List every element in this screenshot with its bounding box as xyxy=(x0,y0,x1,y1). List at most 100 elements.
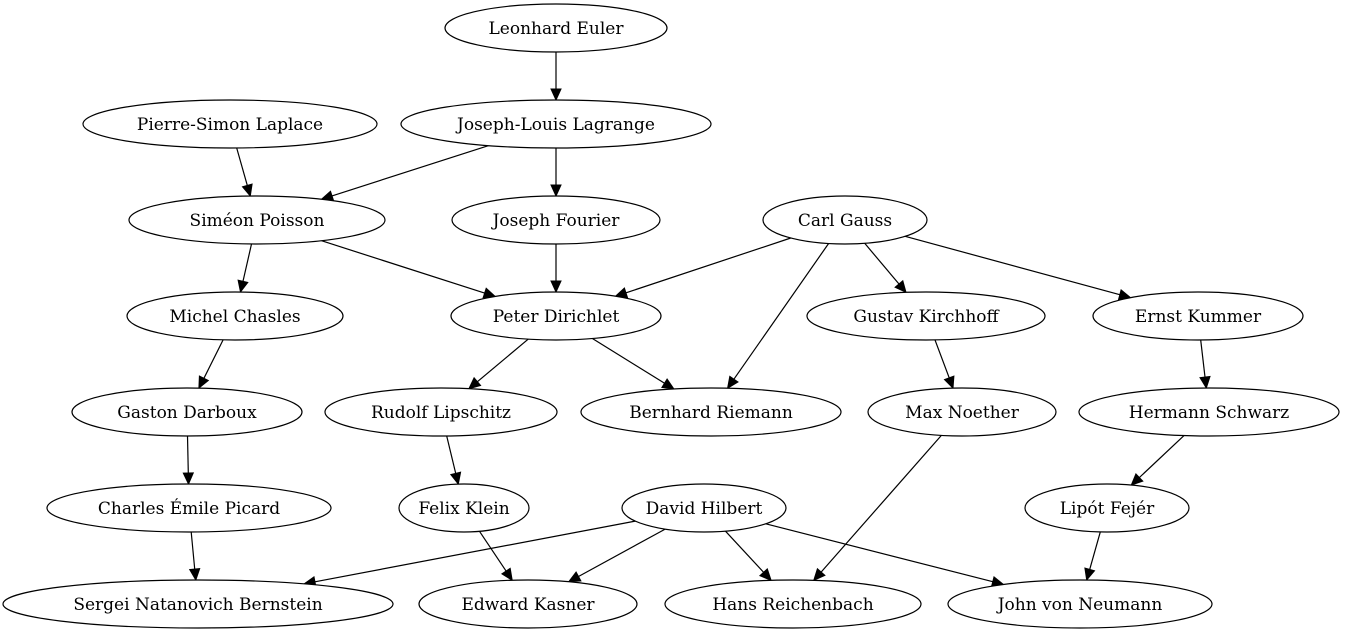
node-label: Rudolf Lipschitz xyxy=(371,403,511,423)
arrowhead-icon xyxy=(894,279,907,294)
node-vonneumann: John von Neumann xyxy=(947,579,1213,629)
node-label: Leonhard Euler xyxy=(488,19,624,39)
edge-line xyxy=(1089,531,1101,570)
edge-line xyxy=(625,237,791,294)
arrowhead-icon xyxy=(812,567,826,582)
node-ellipse xyxy=(46,483,332,533)
arrowhead-icon xyxy=(726,375,739,390)
edge-dirichlet-to-riemann xyxy=(592,337,675,390)
edge-dirichlet-to-lipschitz xyxy=(467,338,529,390)
arrowhead-icon xyxy=(182,472,195,486)
edge-line xyxy=(190,531,196,570)
arrowhead-icon xyxy=(758,568,772,582)
arrowhead-icon xyxy=(550,280,562,294)
node-label: Joseph Fourier xyxy=(491,211,621,231)
edge-line xyxy=(446,435,457,474)
node-label: David Hilbert xyxy=(646,499,763,519)
node-klein: Felix Klein xyxy=(398,483,530,533)
edge-lagrange-to-poisson xyxy=(320,145,489,202)
node-label: Sergei Natanovich Bernstein xyxy=(73,595,322,615)
edge-line xyxy=(1138,435,1185,478)
node-label: Pierre-Simon Laplace xyxy=(137,115,323,135)
node-label: Charles Émile Picard xyxy=(98,498,280,519)
node-reichenbach: Hans Reichenbach xyxy=(664,579,922,629)
edge-line xyxy=(578,528,666,578)
edge-kummer-to-schwarz xyxy=(1199,339,1211,390)
arrowhead-icon xyxy=(467,376,482,390)
arrowhead-icon xyxy=(449,471,462,486)
edge-gauss-to-kummer xyxy=(904,235,1132,301)
edge-line xyxy=(765,523,993,583)
edge-chasles-to-darboux xyxy=(198,339,224,390)
node-euler: Leonhard Euler xyxy=(444,3,668,53)
arrowhead-icon xyxy=(1130,472,1144,486)
node-ellipse xyxy=(947,579,1213,629)
edge-poisson-to-dirichlet xyxy=(321,240,497,299)
arrowhead-icon xyxy=(1084,567,1096,582)
edge-laplace-to-poisson xyxy=(236,147,253,198)
node-kirchhoff: Gustav Kirchhoff xyxy=(806,291,1046,341)
node-fourier: Joseph Fourier xyxy=(451,195,661,245)
edge-line xyxy=(904,235,1120,296)
edge-line xyxy=(331,145,489,197)
node-label: Peter Dirichlet xyxy=(493,307,620,327)
node-ellipse xyxy=(806,291,1046,341)
edge-gauss-to-kirchhoff xyxy=(864,242,907,294)
edge-kirchhoff-to-noether xyxy=(934,339,955,390)
node-ellipse xyxy=(867,387,1057,437)
node-ellipse xyxy=(398,483,530,533)
node-kasner: Edward Kasner xyxy=(418,579,638,629)
node-ellipse xyxy=(1024,483,1190,533)
node-label: Lipót Fejér xyxy=(1060,499,1155,519)
edge-lipschitz-to-klein xyxy=(446,435,462,486)
arrowhead-icon xyxy=(661,378,675,390)
edge-line xyxy=(186,435,189,474)
edge-picard-to-bernstein xyxy=(188,531,201,582)
node-ellipse xyxy=(128,195,386,245)
edge-schwarz-to-fejer xyxy=(1130,435,1185,486)
arrowhead-icon xyxy=(550,88,562,102)
node-dirichlet: Peter Dirichlet xyxy=(450,291,662,341)
arrowhead-icon xyxy=(237,279,249,294)
node-label: Carl Gauss xyxy=(798,211,892,231)
node-label: Joseph-Louis Lagrange xyxy=(455,115,655,135)
edge-poisson-to-chasles xyxy=(237,243,253,294)
node-lagrange: Joseph-Louis Lagrange xyxy=(400,99,712,149)
node-ellipse xyxy=(71,387,303,437)
edge-line xyxy=(477,338,529,383)
edge-line xyxy=(592,337,665,384)
node-ellipse xyxy=(1092,291,1304,341)
edge-line xyxy=(725,530,765,573)
node-kummer: Ernst Kummer xyxy=(1092,291,1304,341)
edge-noether-to-reichenbach xyxy=(812,435,942,582)
node-label: Bernhard Riemann xyxy=(629,403,793,423)
node-label: Gaston Darboux xyxy=(117,403,257,423)
edge-line xyxy=(314,520,636,583)
edge-line xyxy=(321,240,485,294)
node-ellipse xyxy=(444,3,668,53)
arrowhead-icon xyxy=(188,568,201,582)
node-label: Hermann Schwarz xyxy=(1129,403,1289,423)
edge-fejer-to-vonneumann xyxy=(1084,531,1101,582)
node-ellipse xyxy=(324,387,558,437)
node-darboux: Gaston Darboux xyxy=(71,387,303,437)
node-lipschitz: Rudolf Lipschitz xyxy=(324,387,558,437)
node-label: Michel Chasles xyxy=(169,307,300,327)
edge-line xyxy=(733,243,830,380)
node-label: Ernst Kummer xyxy=(1135,307,1262,327)
node-ellipse xyxy=(621,483,787,533)
node-ellipse xyxy=(126,291,344,341)
edge-fourier-to-dirichlet xyxy=(550,244,562,294)
node-ellipse xyxy=(400,99,712,149)
edge-line xyxy=(934,339,950,379)
edge-hilbert-to-kasner xyxy=(567,528,666,583)
node-ellipse xyxy=(2,579,394,629)
node-bernstein: Sergei Natanovich Bernstein xyxy=(2,579,394,629)
edge-klein-to-kasner xyxy=(479,530,513,582)
node-label: Felix Klein xyxy=(418,499,509,519)
node-gauss: Carl Gauss xyxy=(762,195,928,245)
node-label: Hans Reichenbach xyxy=(712,595,873,615)
node-laplace: Pierre-Simon Laplace xyxy=(82,99,378,149)
node-ellipse xyxy=(1078,387,1340,437)
